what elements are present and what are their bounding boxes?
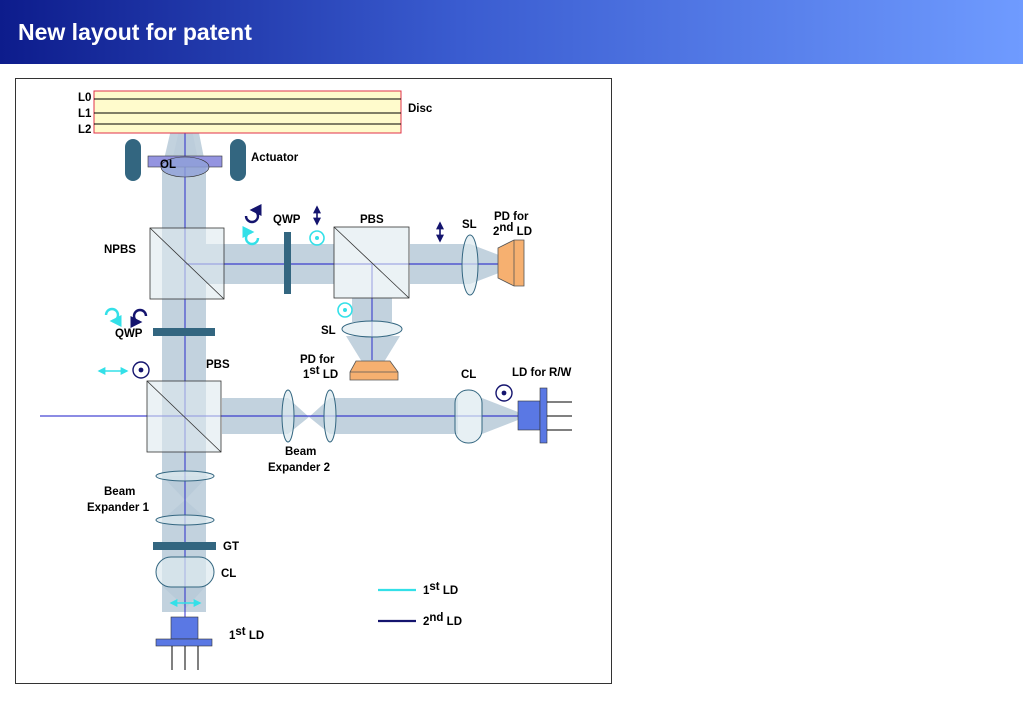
disc	[93, 90, 402, 134]
optical-axes	[40, 104, 518, 622]
sensor-lens-lower	[341, 320, 403, 338]
actuator-right	[230, 139, 246, 181]
label-pd1-line1: PD for	[300, 354, 335, 366]
label-npbs: NPBS	[104, 244, 136, 256]
label-cl-bottom: CL	[221, 568, 236, 580]
title-banner: New layout for patent	[0, 0, 1023, 64]
disc-body	[93, 90, 402, 134]
legend: 1st LD 2nd LD	[378, 581, 462, 628]
label-pbs-main: PBS	[206, 359, 230, 371]
label-pd2-line2: 2nd LD	[493, 222, 532, 238]
out-of-plane-pol-cyan-icon-2	[337, 302, 353, 318]
label-ld1: 1st LD	[229, 626, 264, 642]
out-of-plane-pol-dark-right-icon	[495, 384, 513, 402]
label-l2: L2	[78, 124, 91, 136]
collimator-lens-right	[454, 389, 483, 444]
circular-pol-cyan-left-icon	[104, 307, 122, 327]
laser-diode-rw	[517, 387, 572, 444]
beam-expander-2-lens-b	[323, 389, 337, 443]
beam-expander-2-lens-a	[281, 389, 295, 443]
beam-expander-1-lens-b	[155, 514, 215, 526]
label-be2-line2: Expander 2	[268, 462, 330, 474]
beam-expander-1-lens-a	[155, 470, 215, 482]
label-qwp-upper: QWP	[273, 214, 301, 226]
grating-gt	[153, 542, 216, 550]
label-actuator: Actuator	[251, 152, 299, 164]
label-be1-line1: Beam	[104, 486, 135, 498]
qwp-upper	[284, 232, 291, 294]
circular-pol-cyan-icon	[242, 226, 260, 246]
label-ol: OL	[160, 159, 176, 171]
collimator-lens-bottom	[155, 556, 215, 588]
label-pd1-line2: 1st LD	[303, 365, 338, 381]
label-ld-rw: LD for R/W	[512, 367, 572, 379]
laser-diode-1st	[155, 616, 213, 670]
npbs-cube	[149, 227, 225, 300]
slide-title: New layout for patent	[18, 19, 252, 45]
beam-vertical-main	[162, 108, 206, 612]
label-be2-line1: Beam	[285, 446, 316, 458]
beam-sl-to-pd1	[346, 336, 400, 362]
circular-pol-dark-icon	[244, 204, 262, 224]
legend-label-1st-ld: 1st LD	[423, 581, 458, 597]
legend-label-2nd-ld: 2nd LD	[423, 612, 462, 628]
beam-cl-to-ld1	[162, 586, 206, 608]
label-pbs-upper: PBS	[360, 214, 384, 226]
sensor-lens-right	[461, 234, 479, 296]
pbs-upper-cube	[333, 226, 410, 299]
photodiode-2nd-ld	[497, 239, 525, 287]
qwp-left	[153, 328, 215, 336]
label-pd2-line1: PD for	[494, 211, 529, 223]
label-sl-lower: SL	[321, 325, 336, 337]
label-qwp-left: QWP	[115, 328, 143, 340]
label-sl-right: SL	[462, 219, 477, 231]
label-l1: L1	[78, 108, 92, 120]
objective-lens-assembly	[125, 139, 246, 181]
diagram-frame	[15, 78, 612, 684]
label-l0: L0	[78, 92, 91, 104]
objective-lens	[160, 156, 210, 178]
actuator-left	[125, 139, 141, 181]
beam-paths	[162, 100, 518, 612]
label-gt: GT	[223, 541, 239, 553]
circular-pol-dark-left-icon	[130, 308, 148, 328]
photodiode-1st-ld	[349, 360, 399, 381]
beam-be2-waist	[288, 398, 330, 434]
label-cl-right: CL	[461, 369, 476, 381]
label-disc: Disc	[408, 103, 433, 115]
out-of-plane-pol-cyan-icon	[309, 230, 325, 246]
out-of-plane-pol-dark-icon	[132, 361, 150, 379]
label-be1-line2: Expander 1	[87, 502, 150, 514]
pbs-main-cube	[146, 380, 222, 453]
